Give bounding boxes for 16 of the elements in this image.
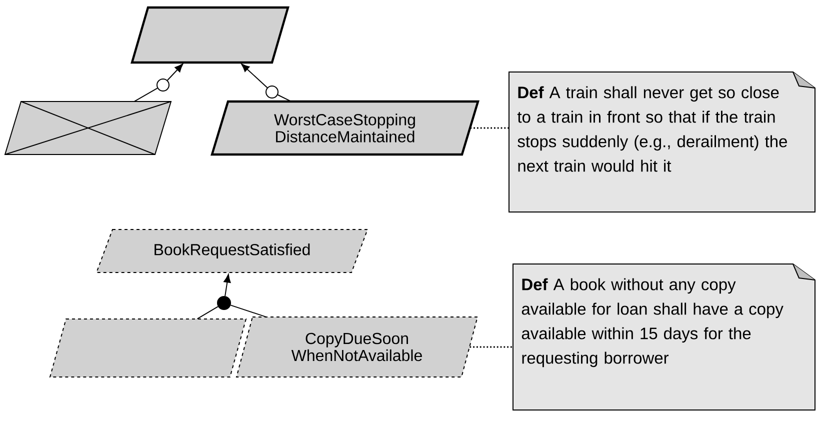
link-line — [134, 88, 158, 102]
refinement-circle — [266, 86, 278, 98]
dotted-line — [470, 346, 513, 348]
arrow — [224, 274, 231, 297]
arrow — [241, 64, 268, 88]
definition-note: Def A book without any copy available for loan shall have a copy available within 15 days for the requesting borrower — [512, 264, 816, 410]
goal-parallelogram: WorstCaseStopping DistanceMaintained — [210, 100, 480, 156]
arrow — [166, 64, 184, 81]
goal-parallelogram — [130, 6, 290, 64]
link-line — [277, 94, 292, 102]
dotted-line — [470, 127, 509, 129]
refinement-dot — [217, 296, 231, 310]
link-line — [196, 306, 218, 320]
refinement-circle — [156, 78, 170, 92]
definition-note: Def A train shall never get so close to a train in front so that if the train stops suddenly (e.g., derailment) the next train would hit it — [508, 72, 816, 212]
link-line — [230, 304, 266, 318]
